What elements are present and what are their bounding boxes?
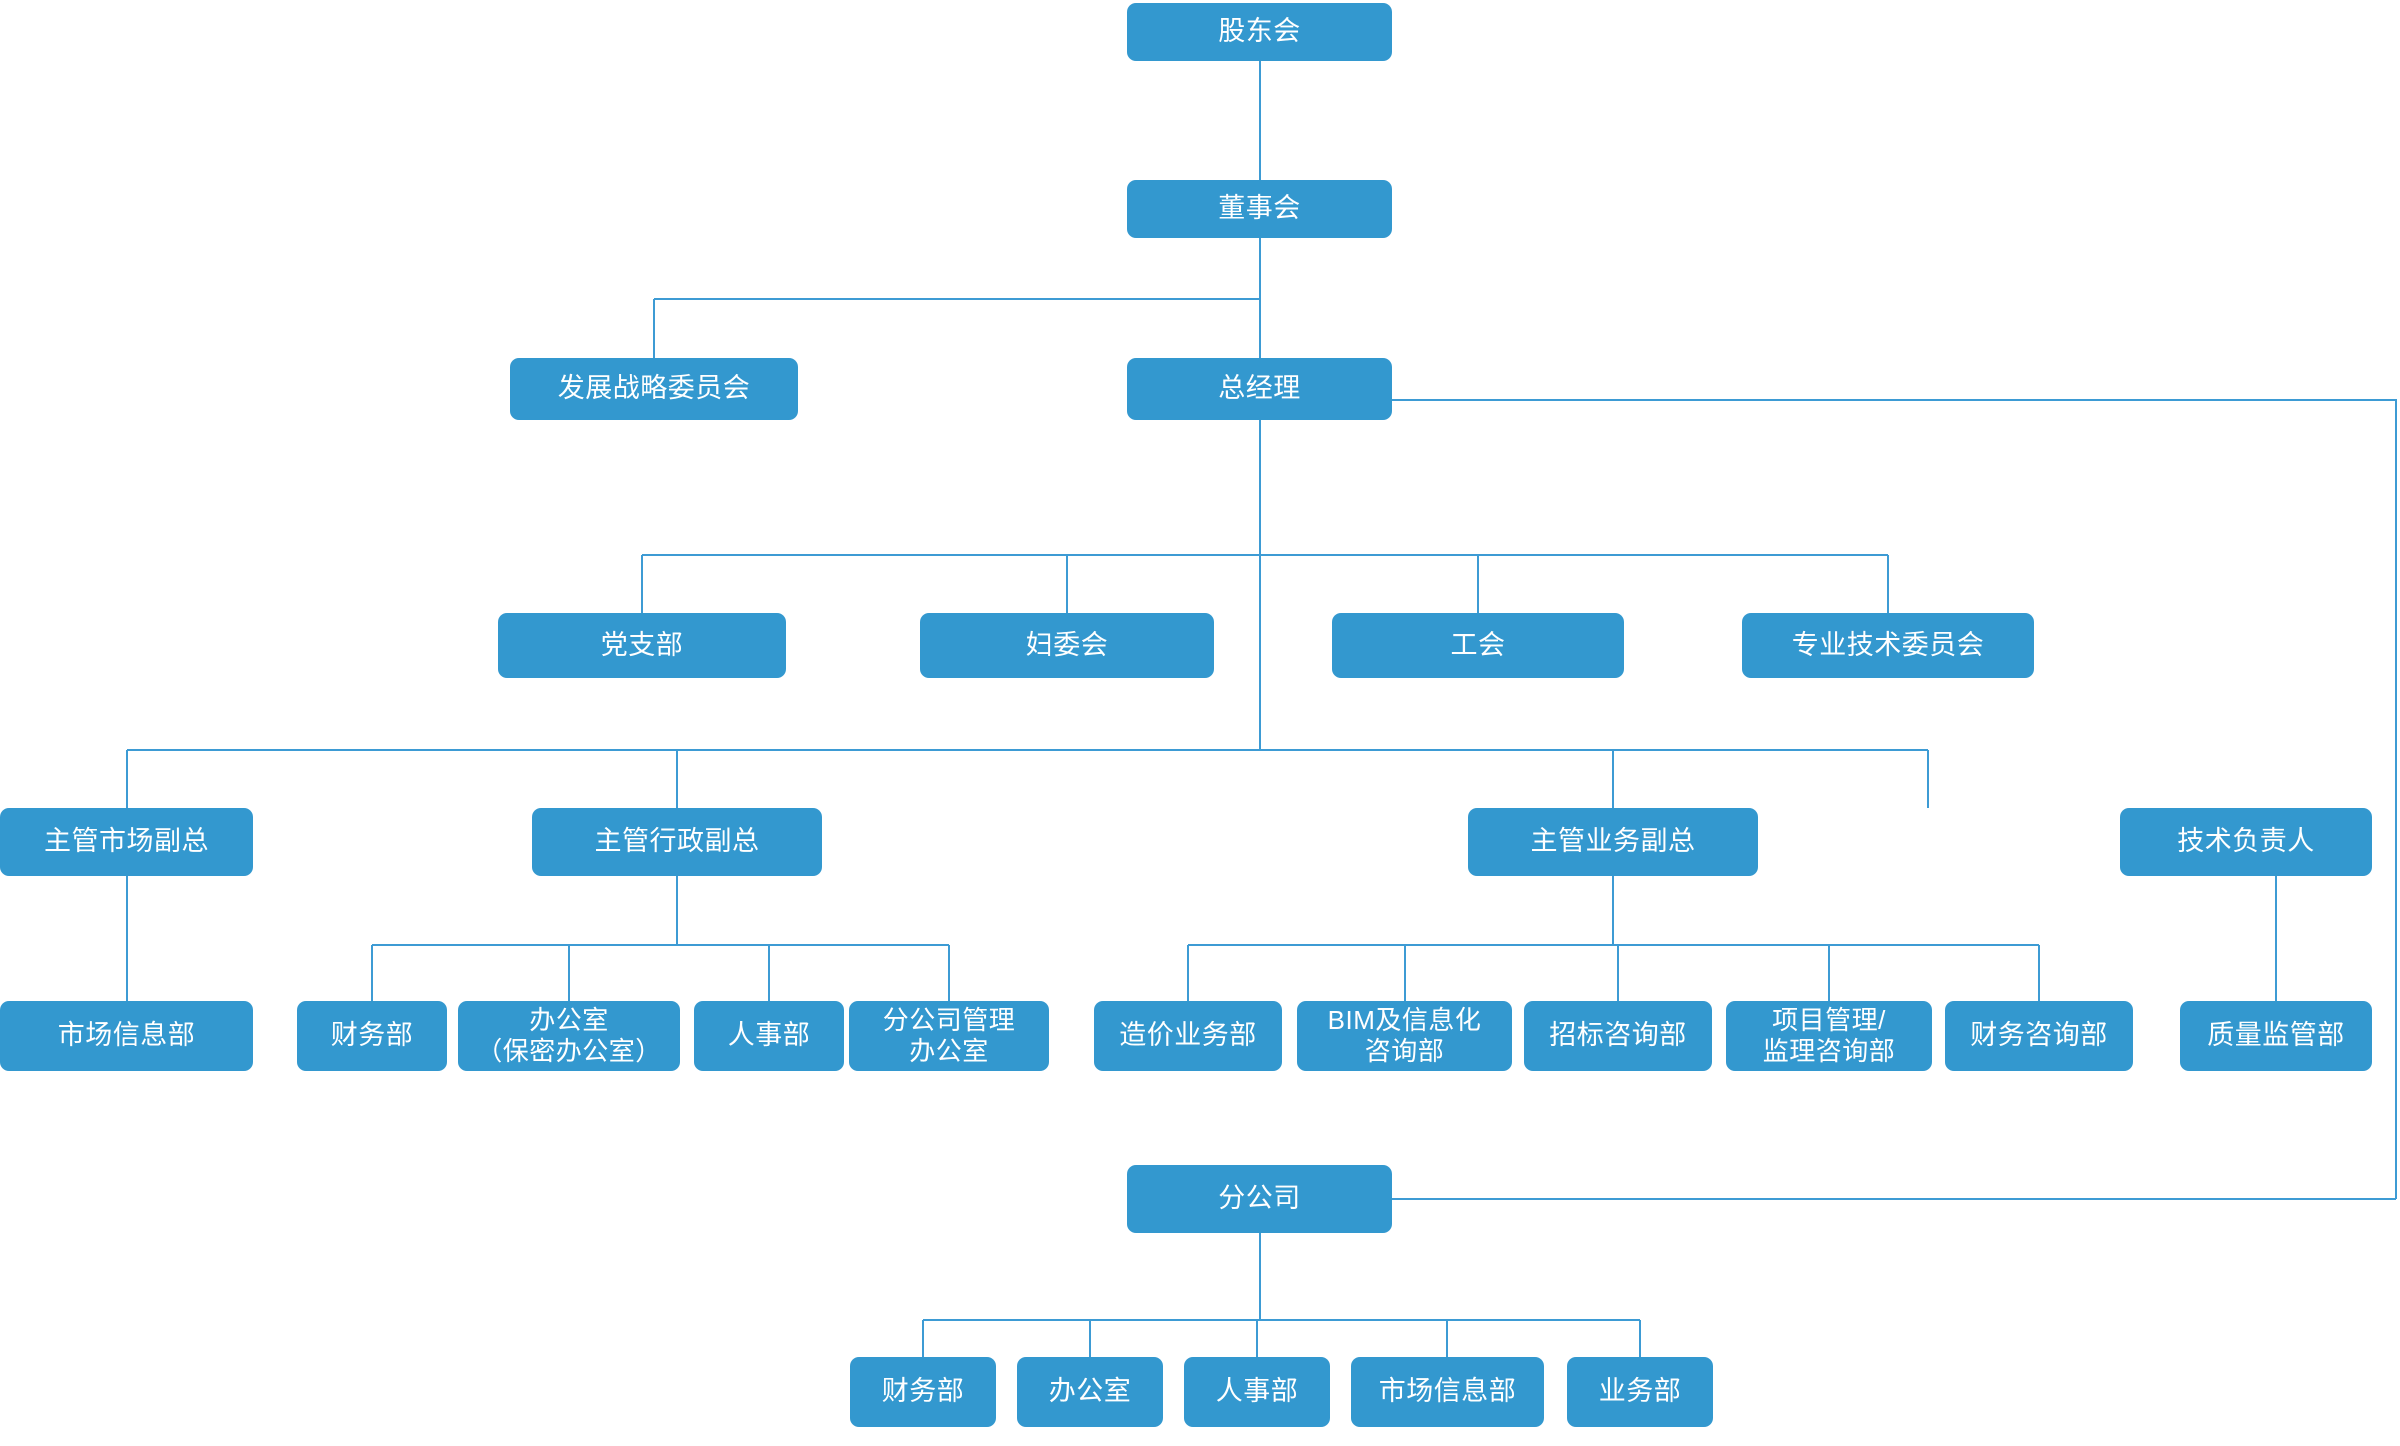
org-node-shareholders[interactable]: 股东会 [1127,3,1392,61]
org-node-gm[interactable]: 总经理 [1127,358,1392,420]
org-node-vp_business[interactable]: 主管业务副总 [1468,808,1758,876]
org-node-br_hr[interactable]: 人事部 [1184,1357,1330,1427]
org-node-tech_cmte[interactable]: 专业技术委员会 [1742,613,2034,678]
org-node-office_secret[interactable]: 办公室 （保密办公室） [458,1001,680,1071]
org-node-vp_admin[interactable]: 主管行政副总 [532,808,822,876]
org-node-branch_mgmt_off[interactable]: 分公司管理 办公室 [849,1001,1049,1071]
org-node-pm_supervision[interactable]: 项目管理/ 监理咨询部 [1726,1001,1932,1071]
org-node-finance_dept[interactable]: 财务部 [297,1001,447,1071]
org-node-finance_consult[interactable]: 财务咨询部 [1945,1001,2133,1071]
org-node-branch_company[interactable]: 分公司 [1127,1165,1392,1233]
org-node-strategy_cmte[interactable]: 发展战略委员会 [510,358,798,420]
org-node-cost_business[interactable]: 造价业务部 [1094,1001,1282,1071]
org-node-women_cmte[interactable]: 妇委会 [920,613,1214,678]
org-node-tech_lead[interactable]: 技术负责人 [2120,808,2372,876]
org-node-market_info[interactable]: 市场信息部 [0,1001,253,1071]
org-node-party_branch[interactable]: 党支部 [498,613,786,678]
org-node-hr_dept[interactable]: 人事部 [694,1001,844,1071]
org-node-quality_superv[interactable]: 质量监管部 [2180,1001,2372,1071]
org-node-bidding_consult[interactable]: 招标咨询部 [1524,1001,1712,1071]
org-node-br_office[interactable]: 办公室 [1017,1357,1163,1427]
org-node-board[interactable]: 董事会 [1127,180,1392,238]
org-node-br_finance[interactable]: 财务部 [850,1357,996,1427]
org-node-labor_union[interactable]: 工会 [1332,613,1624,678]
org-node-vp_market[interactable]: 主管市场副总 [0,808,253,876]
org-node-bim_info[interactable]: BIM及信息化 咨询部 [1297,1001,1512,1071]
org-node-br_business[interactable]: 业务部 [1567,1357,1713,1427]
org-node-br_market_info[interactable]: 市场信息部 [1351,1357,1544,1427]
